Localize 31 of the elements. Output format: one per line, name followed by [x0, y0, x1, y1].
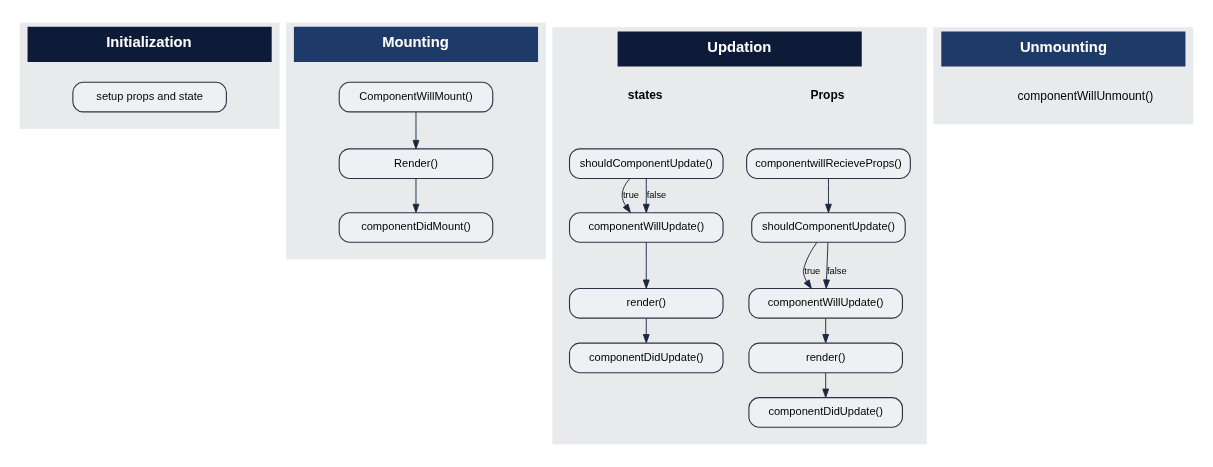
- arrow: [642, 241, 650, 289]
- node-box: ComponentWillMount(): [338, 81, 494, 113]
- node-box: componentWillUpdate(): [748, 287, 903, 319]
- label: Props: [810, 88, 845, 103]
- label: states: [627, 88, 663, 103]
- arrow: [822, 317, 830, 344]
- node-box: render(): [748, 342, 903, 374]
- node-box: setup props and state: [72, 81, 227, 113]
- node-box: componentDidMount(): [338, 212, 494, 243]
- node-box: componentWillUpdate(): [568, 212, 724, 243]
- arrow: [822, 372, 830, 398]
- arrow: [642, 178, 650, 213]
- edge-label: false: [646, 189, 667, 200]
- arrow: [823, 241, 830, 289]
- node-box: shouldComponentUpdate(): [568, 148, 724, 180]
- label: componentWillUnmount(): [1017, 89, 1154, 104]
- edge-label: true: [804, 265, 821, 276]
- arrow: [802, 242, 818, 289]
- edge-label: true: [623, 189, 639, 200]
- arrow: [621, 178, 631, 213]
- arrow: [825, 178, 832, 213]
- node-box: shouldComponentUpdate(): [751, 212, 906, 243]
- arrow: [642, 317, 650, 344]
- arrow: [412, 178, 420, 213]
- node-box: componentDidUpdate(): [568, 342, 724, 374]
- node-box: componentDidUpdate(): [748, 397, 903, 428]
- edge-label: false: [827, 265, 847, 276]
- node-box: render(): [568, 287, 724, 319]
- node-box: componentwillRecieveProps(): [746, 148, 911, 180]
- node-box: Render(): [338, 148, 494, 180]
- arrow: [412, 111, 420, 150]
